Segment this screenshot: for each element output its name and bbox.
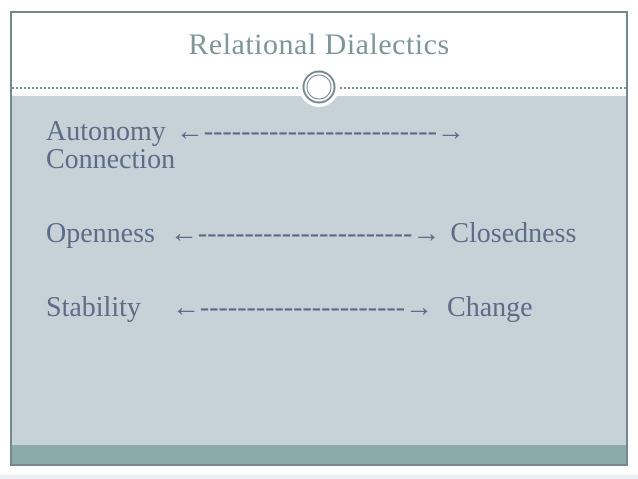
slide-body: Autonomy ←-------------------------→Conne… <box>12 96 626 445</box>
ornament-outer-ring-icon <box>302 70 336 104</box>
accent-band <box>12 445 626 464</box>
double-arrow-icon: ←----------------------→ <box>171 292 434 323</box>
dialectic-term-right: Connection <box>46 144 176 175</box>
dialectic-term-right: Closedness <box>450 218 577 249</box>
double-arrow-icon: ←-------------------------→ <box>175 116 465 147</box>
double-arrow-icon: ←-----------------------→ <box>169 218 441 249</box>
slide: Relational Dialectics Autonomy ←---------… <box>10 11 628 466</box>
dialectic-row-autonomy-connection: Autonomy ←-------------------------→Conne… <box>46 118 608 174</box>
separator-circle-ornament <box>299 67 339 107</box>
ornament-inner-ring-icon <box>306 74 332 100</box>
dialectic-row-stability-change: Stability ←----------------------→ Change <box>46 294 608 322</box>
window-edge-strip <box>0 475 638 479</box>
dialectic-term-left: Stability <box>46 292 141 323</box>
dialectic-row-openness-closedness: Openness ←-----------------------→ Closedn… <box>46 220 608 248</box>
dialectic-term-left: Autonomy <box>46 116 166 147</box>
dialectic-term-right: Change <box>447 292 533 323</box>
dialectic-term-left: Openness <box>46 218 155 249</box>
slide-title: Relational Dialectics <box>188 28 450 61</box>
